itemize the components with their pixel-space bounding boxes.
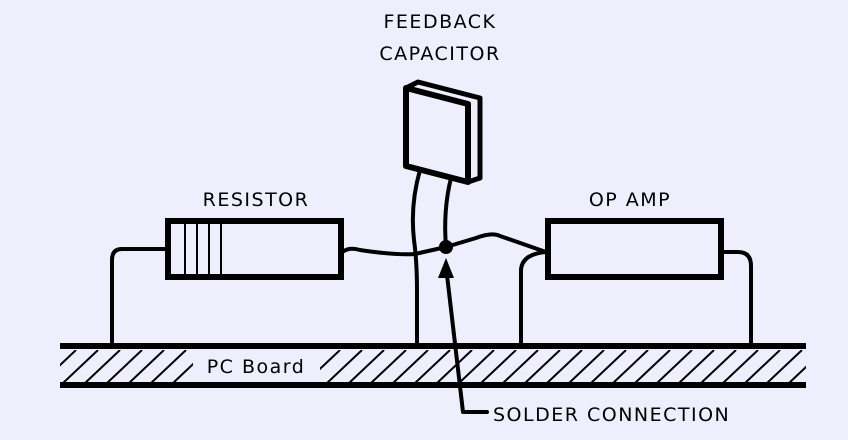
pc-board bbox=[60, 343, 848, 388]
solder-pointer bbox=[438, 258, 489, 414]
hatch-line bbox=[743, 350, 781, 384]
hatch-line bbox=[677, 350, 715, 384]
arrow-head-icon bbox=[438, 258, 454, 278]
leader-line bbox=[445, 273, 489, 414]
hatch-line bbox=[369, 350, 407, 384]
solder-connection-label: SOLDER CONNECTION bbox=[493, 404, 730, 426]
hatch-line bbox=[457, 350, 495, 384]
hatch-line bbox=[347, 350, 385, 384]
hatch-line bbox=[391, 350, 429, 384]
capacitor-face bbox=[403, 85, 471, 185]
hatch-line bbox=[523, 350, 561, 384]
resistor-left-lead bbox=[110, 247, 167, 348]
hatch-line bbox=[60, 350, 77, 384]
hatch-line bbox=[501, 350, 539, 384]
op-amp-output-lead bbox=[722, 250, 753, 348]
feedback-capacitor-label-line1: FEEDBACK bbox=[384, 11, 497, 33]
hatch-line bbox=[765, 350, 803, 384]
hatch-line bbox=[633, 350, 671, 384]
feedback-capacitor-label-line2: CAPACITOR bbox=[379, 43, 500, 65]
op-amp-body bbox=[545, 218, 724, 280]
hatch-line bbox=[83, 350, 121, 384]
hatch-line bbox=[61, 350, 99, 384]
op-amp bbox=[444, 218, 753, 348]
hatch-line bbox=[721, 350, 759, 384]
hatch-line bbox=[171, 350, 209, 384]
hatch-line bbox=[479, 350, 517, 384]
feedback-capacitor bbox=[403, 79, 483, 348]
hatch-line bbox=[589, 350, 627, 384]
hatch-line bbox=[303, 350, 341, 384]
resistor-body bbox=[165, 218, 344, 280]
solder-junction bbox=[439, 240, 453, 254]
hatch-line bbox=[699, 350, 737, 384]
capacitor-right-lead bbox=[443, 176, 453, 249]
hatch-line bbox=[611, 350, 649, 384]
hatch-line bbox=[325, 350, 363, 384]
resistor bbox=[110, 218, 448, 348]
pc-board-label: PC Board bbox=[207, 356, 306, 378]
hatch-line bbox=[832, 350, 848, 384]
op-amp-input-lead bbox=[444, 232, 548, 254]
hatch-line bbox=[435, 350, 473, 384]
hatch-line bbox=[149, 350, 187, 384]
op-amp-label: OP AMP bbox=[589, 189, 671, 211]
hatch-line bbox=[567, 350, 605, 384]
hatch-line bbox=[655, 350, 693, 384]
hatch-line bbox=[105, 350, 143, 384]
hatch-line bbox=[545, 350, 583, 384]
hatch-line bbox=[413, 350, 451, 384]
hatch-line bbox=[787, 350, 806, 384]
resistor-right-lead bbox=[342, 245, 448, 257]
board-hatching bbox=[60, 350, 848, 384]
hatch-line bbox=[127, 350, 165, 384]
op-amp-input-pin bbox=[519, 250, 548, 348]
hatch-line bbox=[810, 350, 846, 384]
resistor-label: RESISTOR bbox=[203, 189, 310, 211]
capacitor-left-lead bbox=[410, 168, 422, 348]
